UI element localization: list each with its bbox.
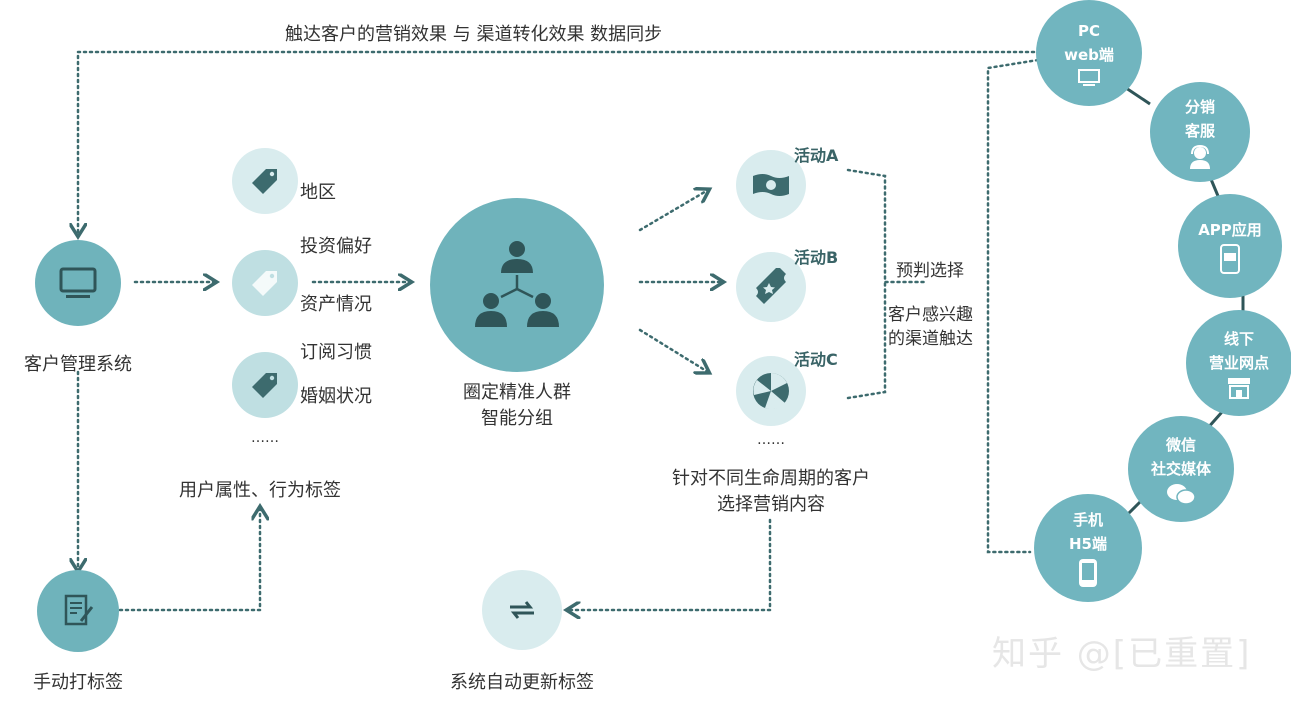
channel-label-line2: 社交媒体 xyxy=(1150,460,1211,478)
pie-wheel-icon xyxy=(753,373,789,410)
channel-label-line2: 客服 xyxy=(1184,122,1215,140)
channel-app: APP应用 xyxy=(1178,194,1282,298)
auto-update-node xyxy=(482,570,562,650)
activities-ellipsis: …… xyxy=(757,432,785,448)
channel-label-line1: 分销 xyxy=(1184,98,1215,116)
activity-c-label: 活动C xyxy=(794,350,838,369)
activity-b-label: 活动B xyxy=(794,248,839,267)
refresh-icon xyxy=(510,601,534,619)
channel-offline-outlet: 线下 营业网点 xyxy=(1186,310,1291,416)
headset-icon xyxy=(1190,145,1210,169)
phone-app-icon xyxy=(1220,244,1240,274)
channel-label-line2: web端 xyxy=(1064,46,1114,64)
price-tag-icon xyxy=(252,373,277,398)
tag-node-marital xyxy=(232,352,298,418)
group-to-activity-a-arrow xyxy=(638,190,708,232)
top-sync-caption: 触达客户的营销效果 与 渠道转化效果 数据同步 xyxy=(285,24,663,45)
mobile-icon xyxy=(1079,559,1097,587)
channel-label-line1: 线下 xyxy=(1223,330,1254,348)
predict-label: 预判选择 xyxy=(896,261,964,281)
group-to-activity-c-arrow xyxy=(638,328,708,372)
monitor-icon xyxy=(59,267,97,298)
activity-bracket-line xyxy=(846,168,927,284)
reach-label-line1: 客户感兴趣 xyxy=(888,305,973,325)
tag-label: 地区 xyxy=(300,182,336,203)
price-tag-icon xyxy=(252,271,277,296)
manual-tagging-node xyxy=(37,570,119,652)
monitor-icon xyxy=(1078,69,1100,86)
manual-tagging-label: 手动打标签 xyxy=(33,672,123,693)
people-group-icon xyxy=(475,241,559,327)
ticket-icon xyxy=(756,268,786,304)
tag-label: 投资偏好 xyxy=(300,236,372,257)
channel-label-line1: 微信 xyxy=(1165,436,1196,454)
tag-label: 资产情况 xyxy=(300,294,372,315)
group-label-line2: 智能分组 xyxy=(481,408,553,429)
price-tag-icon xyxy=(252,169,277,194)
channel-label-line1: APP应用 xyxy=(1198,221,1262,239)
storefront-icon xyxy=(1228,378,1250,399)
channel-pc-web: PC web端 xyxy=(1036,0,1142,106)
channel-distribution-service: 分销 客服 xyxy=(1150,82,1250,182)
tag-node-assets xyxy=(232,250,298,316)
channel-bracket-line xyxy=(986,58,1040,554)
channel-wechat-social: 微信 社交媒体 xyxy=(1128,416,1234,522)
document-pen-icon xyxy=(64,594,94,626)
activities-to-auto-line xyxy=(568,518,772,610)
tag-label: 婚姻状况 xyxy=(300,386,372,407)
channel-label-line2: 营业网点 xyxy=(1208,354,1269,372)
reach-label-line2: 的渠道触达 xyxy=(888,329,973,349)
activity-bracket-line-bottom xyxy=(846,280,887,400)
activity-b-node xyxy=(736,252,806,322)
activity-c-node xyxy=(736,356,806,426)
crm-node xyxy=(35,240,121,326)
banknote-icon xyxy=(753,174,789,196)
tags-ellipsis: …… xyxy=(251,430,279,446)
manual-to-tags-line xyxy=(118,508,260,612)
wechat-icon xyxy=(1167,484,1196,505)
tags-caption: 用户属性、行为标签 xyxy=(179,480,341,501)
channel-label-line1: PC xyxy=(1077,22,1100,40)
activity-a-label: 活动A xyxy=(794,146,839,165)
watermark: 知乎 @[已重置] xyxy=(992,634,1252,674)
activities-caption-line1: 针对不同生命周期的客户 xyxy=(672,468,870,489)
group-node xyxy=(430,198,604,372)
tag-label: 订阅习惯 xyxy=(300,342,372,363)
group-label-line1: 圈定精准人群 xyxy=(463,382,571,403)
channel-mobile-h5: 手机 H5端 xyxy=(1034,494,1142,602)
top-sync-line xyxy=(78,50,1042,235)
activity-a-node xyxy=(736,150,806,220)
channel-label-line1: 手机 xyxy=(1072,511,1103,529)
channel-label-line2: H5端 xyxy=(1069,535,1107,553)
activities-caption-line2: 选择营销内容 xyxy=(717,494,825,515)
auto-update-label: 系统自动更新标签 xyxy=(450,672,594,693)
tag-node-region xyxy=(232,148,298,214)
crm-label: 客户管理系统 xyxy=(24,354,132,375)
